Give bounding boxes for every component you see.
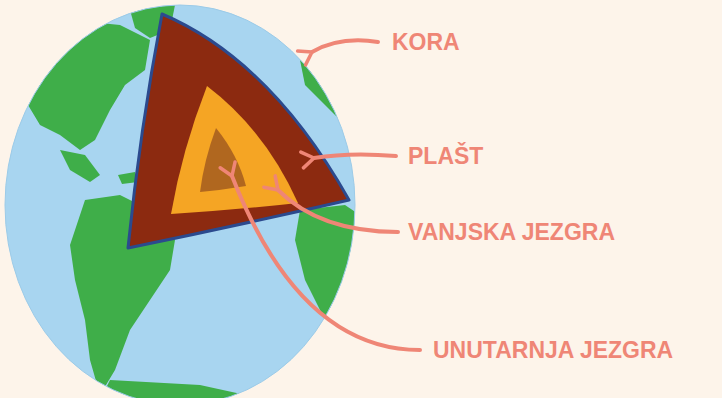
- layer-label: VANJSKA JEZGRA: [408, 221, 615, 244]
- leader-line: [232, 176, 420, 350]
- outer-core: [171, 86, 298, 214]
- layer-label: PLAŠT: [408, 145, 483, 168]
- leader-line: [278, 190, 398, 232]
- leader-lines: [232, 40, 420, 350]
- layer-label: KORA: [392, 31, 460, 54]
- inner-core: [200, 128, 246, 192]
- leader-line: [314, 154, 396, 158]
- leader-line: [312, 40, 378, 52]
- layer-label: UNUTARNJA JEZGRA: [433, 339, 673, 362]
- continents: [10, 5, 360, 398]
- globe: [5, 5, 360, 398]
